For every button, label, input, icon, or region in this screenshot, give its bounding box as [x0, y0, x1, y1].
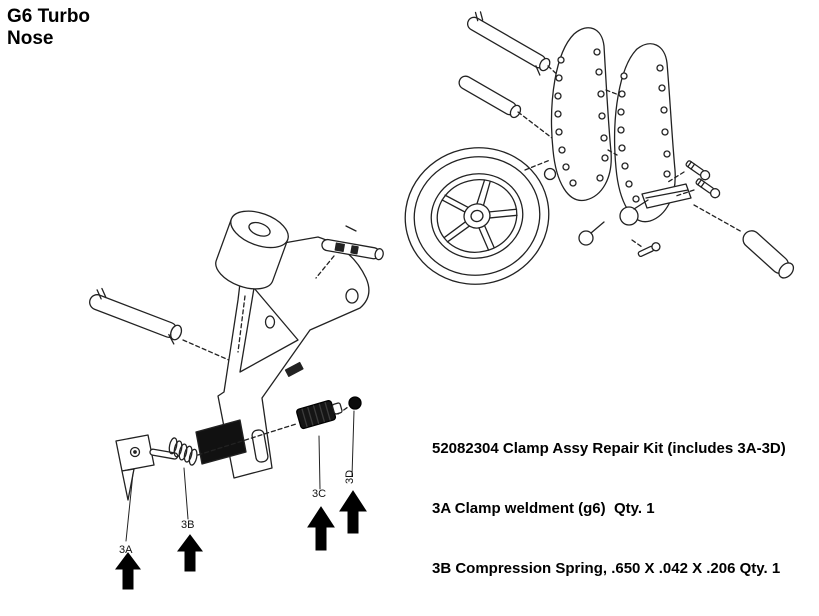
part-item-line: 3B Compression Spring, .650 X .042 X .20…: [432, 560, 781, 577]
parts-list: 52082304 Clamp Assy Repair Kit (includes…: [432, 399, 786, 616]
screw-fastener-drawings: [631, 160, 721, 258]
side-plate-front-drawing: [550, 27, 612, 202]
up-arrow-3c-icon: [307, 506, 335, 551]
compression-spring-drawing: [168, 437, 198, 466]
explode-axis-line: [197, 423, 297, 456]
wheel-drawing: [404, 147, 550, 285]
roller-pin-drawing: [742, 230, 795, 279]
callout-3d-label: 3D: [344, 470, 356, 484]
page-title-line1: G6 Turbo: [7, 6, 91, 27]
up-arrow-3a-icon: [115, 552, 141, 590]
left-assembly-drawing: [89, 210, 384, 542]
acorn-nut-drawing: [348, 396, 362, 410]
callout-3b-label: 3B: [181, 519, 194, 531]
clamp-block-drawing: [543, 167, 692, 246]
clamp-knob-drawing: [296, 400, 343, 430]
page-title-line2: Nose: [7, 27, 54, 49]
latch-plate-drawing: [115, 434, 179, 501]
up-arrow-3d-icon: [339, 490, 367, 534]
kit-title-line: 52082304 Clamp Assy Repair Kit (includes…: [432, 440, 786, 457]
right-assembly-drawing: [404, 11, 795, 285]
callout-3c-label: 3C: [312, 488, 326, 500]
part-item-line: 3A Clamp weldment (g6) Qty. 1: [432, 500, 655, 517]
callout-leader-lines: [125, 410, 355, 542]
callout-3a-label: 3A: [119, 544, 133, 556]
adjuster-rod-drawing: [315, 225, 384, 279]
clamp-pin-drawing: [89, 287, 183, 345]
axle-pin-drawing: [466, 11, 551, 76]
short-pin-drawing: [458, 75, 522, 119]
page-title: G6 Turbo Nose: [7, 6, 90, 50]
up-arrow-3b-icon: [177, 534, 203, 572]
roller-drawing: [215, 210, 289, 290]
